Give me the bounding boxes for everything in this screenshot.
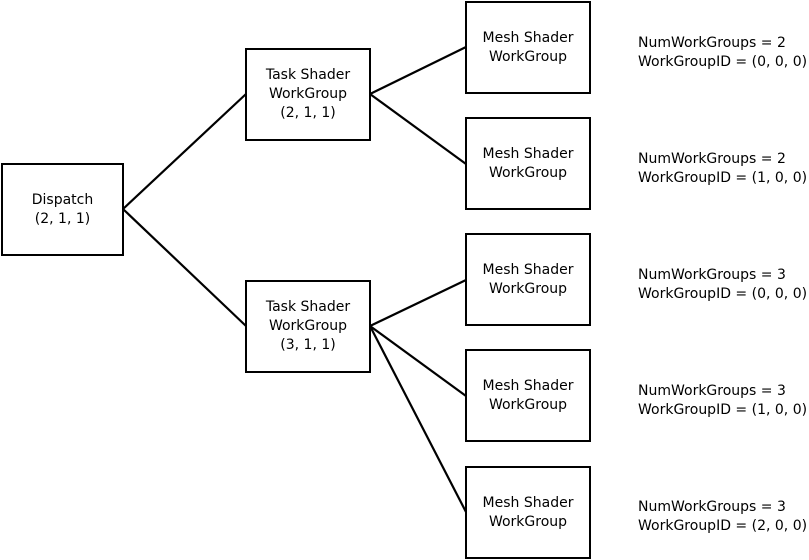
mesh-shader-label: Mesh Shader: [482, 377, 574, 394]
edge-task-1-to-mesh-1: [368, 45, 468, 96]
mesh-shader-label: Mesh Shader: [482, 145, 574, 162]
num-workgroups-text: NumWorkGroups = 3: [638, 267, 786, 283]
task-shader-dimensions: (2, 1, 1): [280, 105, 336, 121]
mesh-shader-sublabel: WorkGroup: [488, 396, 568, 413]
task-shader-workgroup-2: Task Shader WorkGroup (3, 1, 1): [245, 280, 371, 373]
dispatch-box: Dispatch (2, 1, 1): [1, 163, 124, 256]
workgroup-id-text: WorkGroupID = (1, 0, 0): [638, 170, 808, 186]
workgroup-id-text: WorkGroupID = (0, 0, 0): [638, 54, 808, 70]
mesh-shader-label: Mesh Shader: [482, 261, 574, 278]
workgroup-id-text: WorkGroupID = (0, 0, 0): [638, 286, 808, 302]
edge-task-2-to-mesh-5: [368, 324, 468, 514]
task-shader-label: Task Shader: [265, 299, 351, 315]
mesh-shader-workgroup-4: Mesh Shader WorkGroup: [465, 349, 591, 442]
mesh-shader-workgroup-2: Mesh Shader WorkGroup: [465, 117, 591, 210]
edge-dispatch-to-task-2: [121, 207, 248, 328]
dispatch-dimensions: (2, 1, 1): [34, 210, 91, 227]
mesh-workgroup-annotation-2: NumWorkGroups = 2 WorkGroupID = (1, 0, 0…: [638, 150, 807, 188]
task-shader-sublabel: WorkGroup: [268, 318, 348, 334]
workgroup-id-text: WorkGroupID = (2, 0, 0): [638, 518, 808, 534]
mesh-workgroup-annotation-4: NumWorkGroups = 3 WorkGroupID = (1, 0, 0…: [638, 382, 807, 420]
mesh-shader-sublabel: WorkGroup: [488, 513, 568, 530]
mesh-shader-workgroup-3: Mesh Shader WorkGroup: [465, 233, 591, 326]
task-shader-dimensions: (3, 1, 1): [280, 337, 336, 353]
task-shader-workgroup-1: Task Shader WorkGroup (2, 1, 1): [245, 48, 371, 141]
num-workgroups-text: NumWorkGroups = 2: [638, 151, 786, 167]
task-shader-label: Task Shader: [265, 67, 351, 83]
mesh-shader-label: Mesh Shader: [482, 29, 574, 46]
mesh-shader-sublabel: WorkGroup: [488, 164, 568, 181]
mesh-shader-sublabel: WorkGroup: [488, 48, 568, 65]
workgroup-id-text: WorkGroupID = (1, 0, 0): [638, 402, 808, 418]
mesh-shader-workgroup-1: Mesh Shader WorkGroup: [465, 1, 591, 94]
mesh-workgroup-annotation-5: NumWorkGroups = 3 WorkGroupID = (2, 0, 0…: [638, 498, 807, 536]
edge-task-2-to-mesh-3: [368, 278, 468, 328]
num-workgroups-text: NumWorkGroups = 3: [638, 499, 786, 515]
dispatch-label: Dispatch: [31, 191, 94, 208]
mesh-shader-sublabel: WorkGroup: [488, 280, 568, 297]
mesh-workgroup-annotation-3: NumWorkGroups = 3 WorkGroupID = (0, 0, 0…: [638, 266, 807, 304]
task-shader-sublabel: WorkGroup: [268, 86, 348, 102]
edge-task-1-to-mesh-2: [368, 92, 468, 166]
num-workgroups-text: NumWorkGroups = 3: [638, 383, 786, 399]
edge-dispatch-to-task-1: [121, 92, 248, 211]
mesh-workgroup-annotation-1: NumWorkGroups = 2 WorkGroupID = (0, 0, 0…: [638, 34, 807, 72]
edge-task-2-to-mesh-4: [368, 324, 468, 398]
mesh-shader-workgroup-5: Mesh Shader WorkGroup: [465, 466, 591, 559]
num-workgroups-text: NumWorkGroups = 2: [638, 35, 786, 51]
mesh-shader-label: Mesh Shader: [482, 494, 574, 511]
